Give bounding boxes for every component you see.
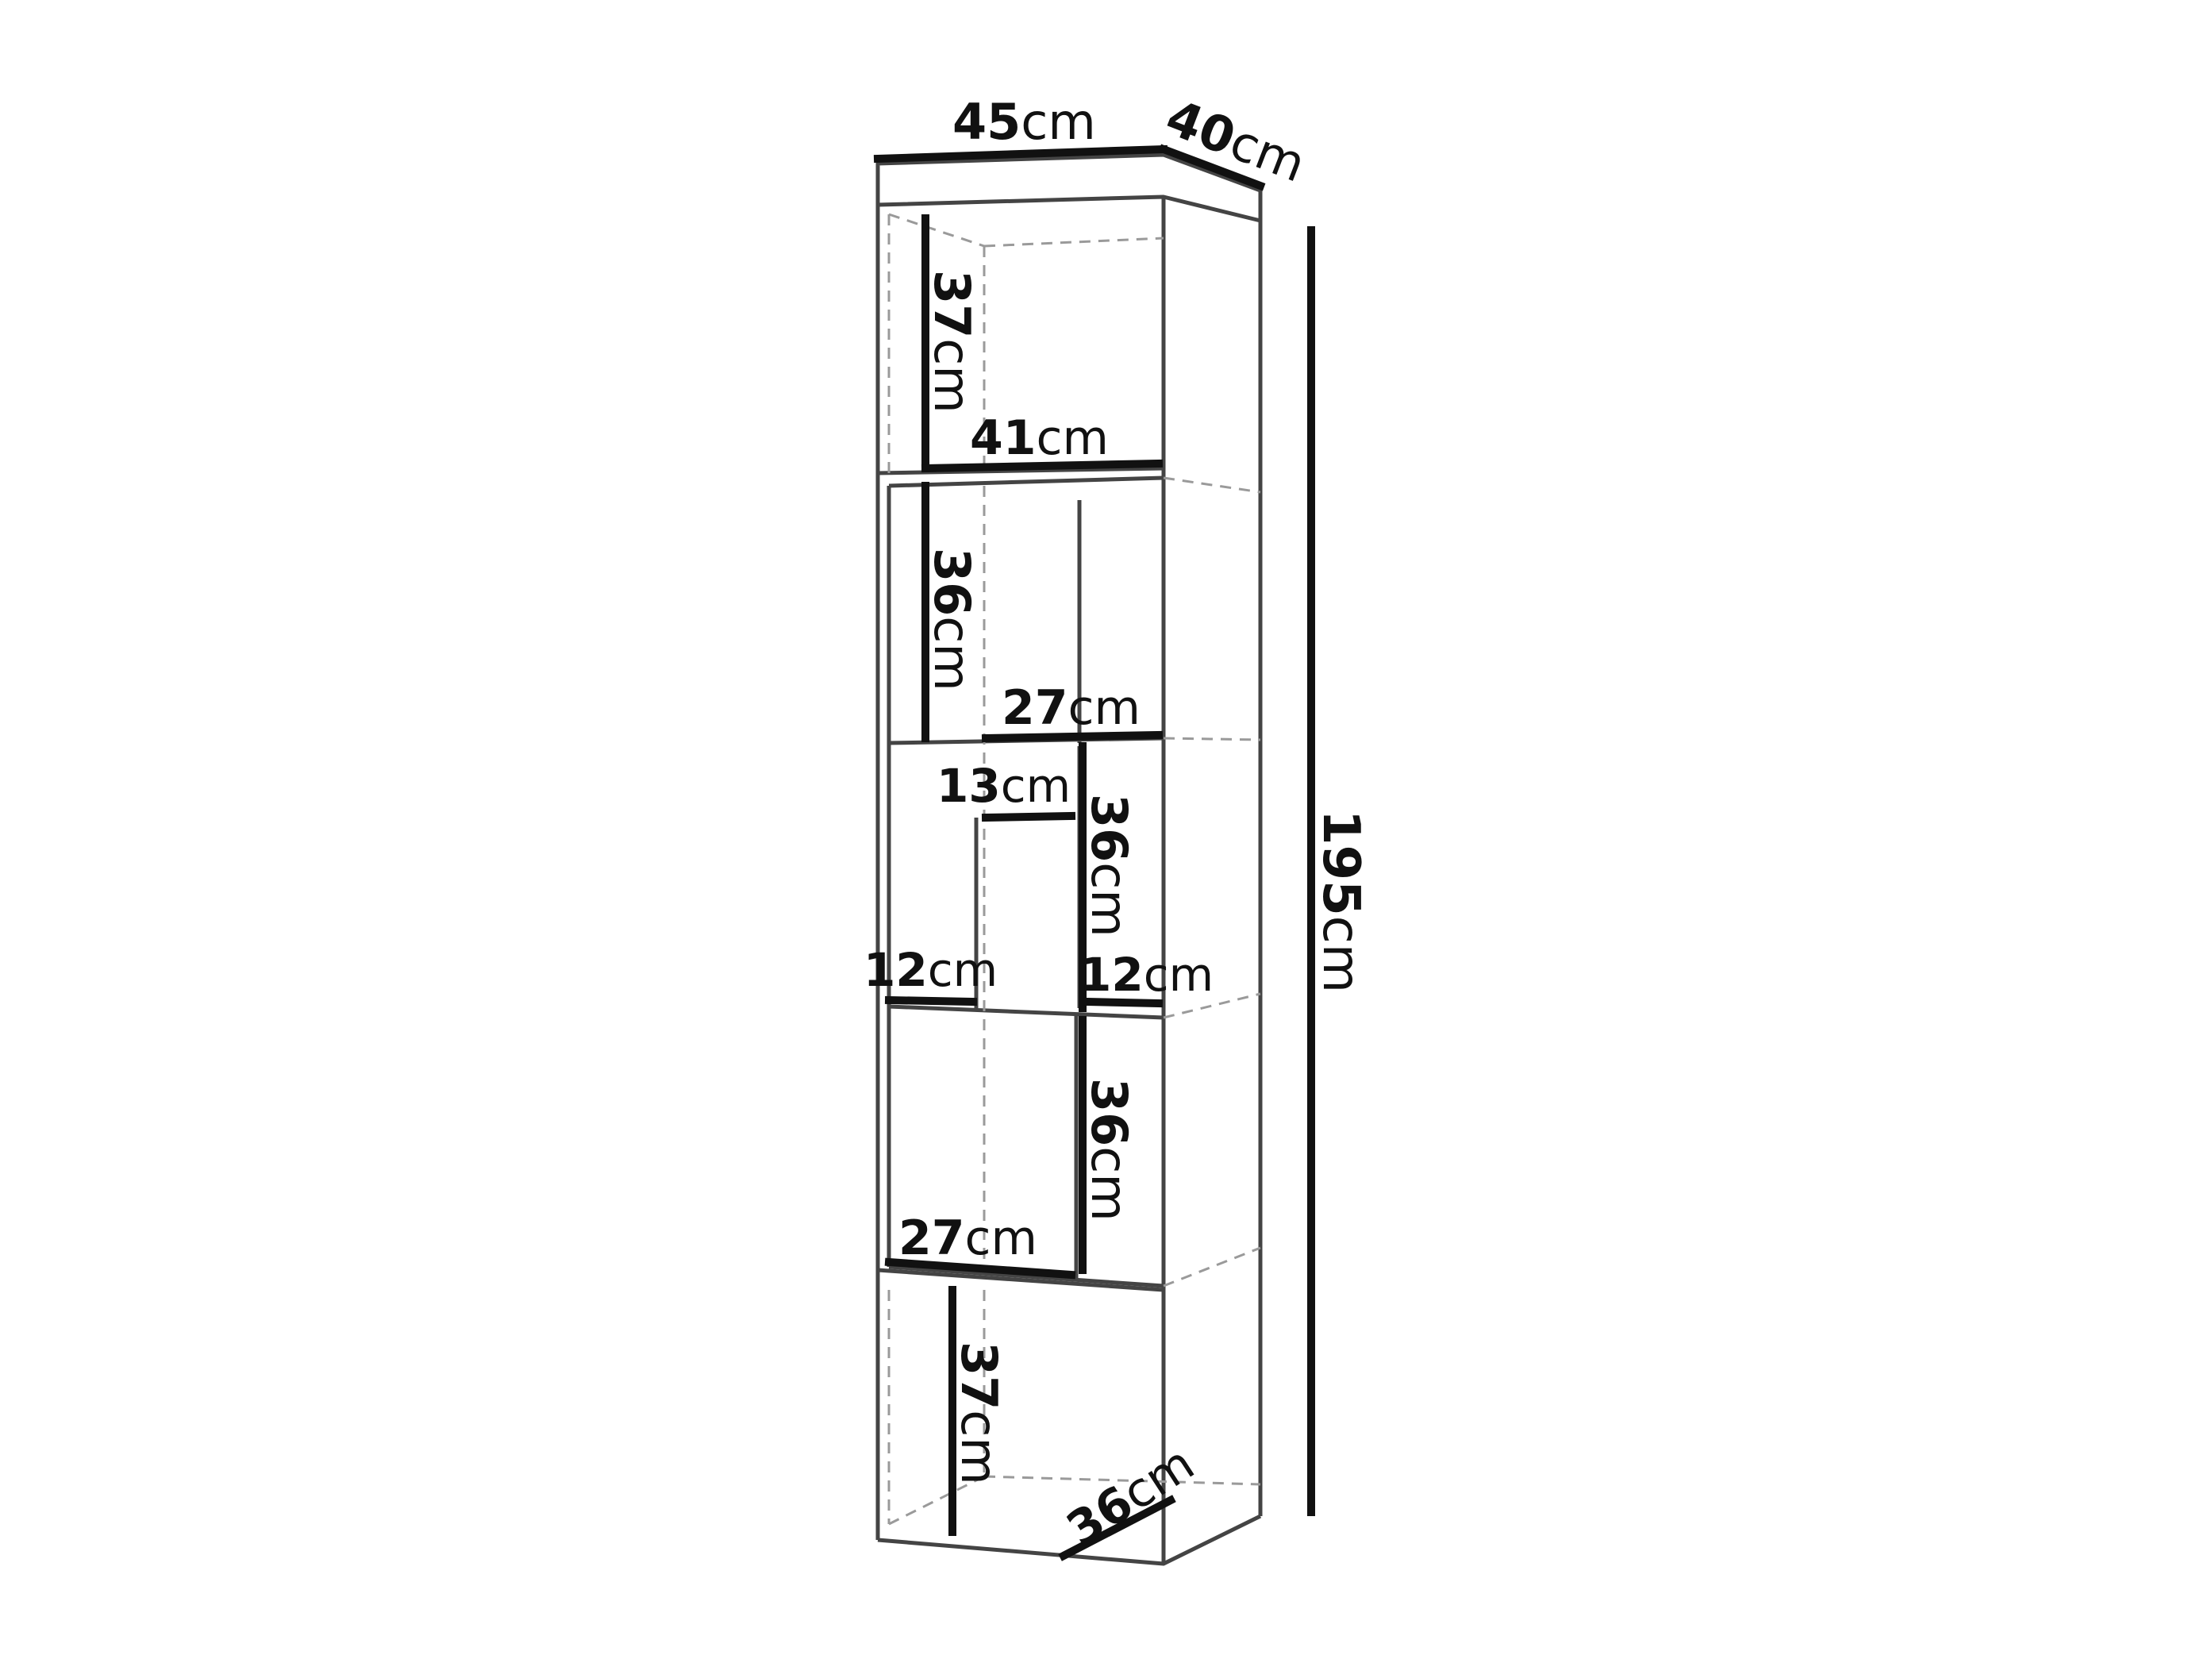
bottom-box-top bbox=[877, 1268, 1164, 1292]
hidden-shelf-1-side bbox=[1163, 476, 1261, 494]
dim-line-fourth-cell-width bbox=[884, 1257, 1076, 1280]
shelf-1-front bbox=[888, 475, 1164, 488]
dim-line-middle-left-width bbox=[884, 995, 978, 1007]
hidden-shelf-4-side bbox=[1163, 1246, 1261, 1288]
label-second-cell-height: 36cm bbox=[923, 548, 981, 691]
hidden-shelf-2-side bbox=[1163, 737, 1261, 741]
dim-line-top-cell-width bbox=[921, 459, 1164, 473]
label-middle-top-width: 13cm bbox=[937, 759, 1071, 813]
bottom-edge bbox=[877, 1514, 1262, 1566]
label-fourth-cell-height: 36cm bbox=[1080, 1078, 1138, 1222]
dim-line-second-cell-width bbox=[981, 730, 1164, 743]
dimension-lines bbox=[873, 144, 1315, 1561]
hidden-bottom-back-2 bbox=[983, 1475, 1261, 1486]
label-overall-height: 195cm bbox=[1311, 810, 1370, 993]
dim-line-width bbox=[873, 144, 1168, 164]
label-bottom-cell-height: 37cm bbox=[950, 1341, 1008, 1485]
dim-line-depth bbox=[1158, 144, 1266, 191]
label-middle-right-width: 12cm bbox=[1079, 948, 1214, 1002]
dimension-labels: 45cm 40cm 195cm 37cm 41cm 36cm 27cm 13cm… bbox=[864, 88, 1370, 1558]
label-bottom-cell-depth: 36cm bbox=[1057, 1436, 1204, 1558]
label-overall-width: 45cm bbox=[952, 93, 1096, 151]
hidden-top-back bbox=[983, 237, 1164, 248]
label-top-cell-height: 37cm bbox=[923, 270, 981, 414]
shelf-4-front bbox=[888, 1264, 1164, 1288]
dim-line-middle-right-width bbox=[1083, 997, 1164, 1008]
label-second-cell-width: 27cm bbox=[1002, 680, 1141, 736]
label-middle-left-width: 12cm bbox=[864, 943, 998, 997]
label-fourth-cell-width: 27cm bbox=[898, 1211, 1037, 1266]
dim-line-middle-top-width bbox=[981, 811, 1076, 822]
shelf-3-front bbox=[888, 1004, 1164, 1020]
hidden-shelf-3-side bbox=[1163, 992, 1261, 1019]
hidden-top-left bbox=[888, 213, 985, 248]
dim-line-bottom-cell-depth bbox=[1058, 1495, 1176, 1561]
internal-dividers bbox=[974, 500, 1082, 1278]
label-top-cell-width: 41cm bbox=[970, 410, 1109, 466]
label-middle-cell-height: 36cm bbox=[1080, 794, 1138, 937]
